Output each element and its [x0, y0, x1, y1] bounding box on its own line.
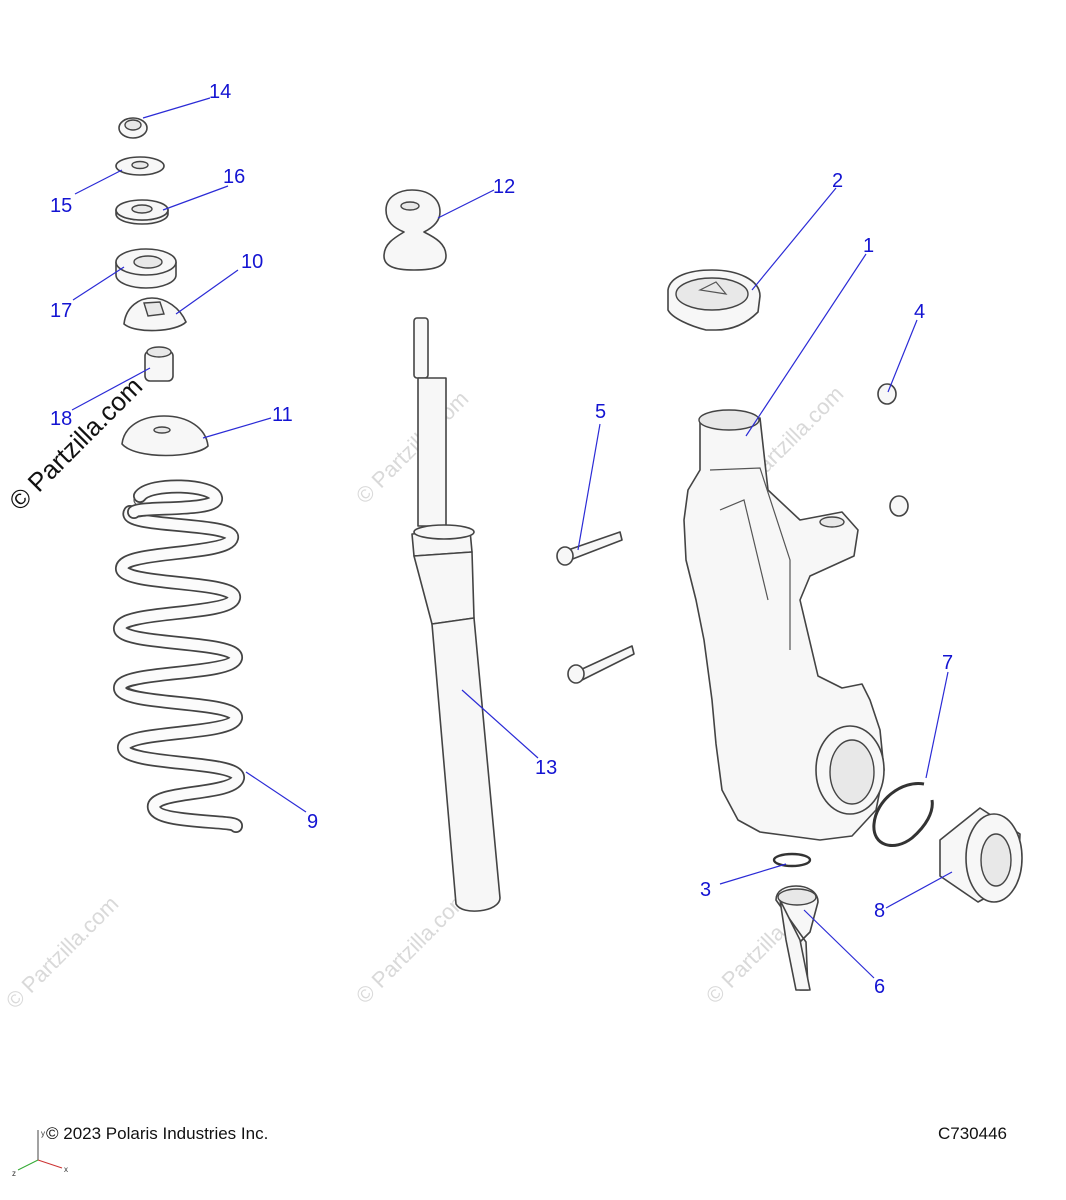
callout-11: 11: [272, 404, 293, 426]
watermark-faint: © Partzilla.com: [351, 386, 474, 509]
leader-lines: [71, 97, 953, 979]
watermark-faint: © Partzilla.com: [1, 891, 124, 1014]
callout-16: 16: [223, 166, 245, 188]
callout-15: 15: [50, 195, 72, 217]
part-16-washer: [115, 199, 169, 225]
part-6-ball-joint: [775, 885, 819, 991]
axis-y-label: y: [41, 1129, 45, 1138]
callout-18: 18: [50, 408, 72, 430]
part-15-washer: [115, 156, 165, 176]
drawing-id: C730446: [938, 1124, 1008, 1143]
callout-6: 6: [874, 976, 885, 998]
callout-5: 5: [595, 401, 606, 423]
callout-3: 3: [700, 879, 711, 901]
part-14-nut: [118, 117, 148, 139]
axis-x-label: x: [64, 1165, 68, 1174]
axis-z-label: z: [12, 1169, 16, 1178]
part-2-retainer: [667, 269, 761, 331]
callout-9: 9: [307, 811, 318, 833]
part-8-bearing: [939, 807, 1023, 903]
callout-8: 8: [874, 900, 885, 922]
part-1-knuckle: [683, 409, 885, 841]
callout-numbers: 1 2 3 4 5 6 7 8 9 10 11 12 13 14 15 16 1…: [50, 81, 953, 998]
callout-13: 13: [535, 757, 557, 779]
callout-10: 10: [241, 251, 263, 273]
part-7-circlip: [872, 782, 934, 847]
part-12-bump-stop: [383, 189, 447, 271]
part-5-bolts: [556, 531, 635, 684]
callout-17: 17: [50, 300, 72, 322]
part-3-snap-ring: [772, 852, 812, 868]
watermark-faint: © Partzilla.com: [351, 0, 474, 4]
callout-4: 4: [914, 301, 925, 323]
part-4-nuts: [877, 383, 909, 517]
part-10-cup: [123, 297, 187, 332]
part-13-shock-absorber: [411, 317, 501, 912]
watermark-faint: © Partzilla.com: [351, 886, 474, 1009]
part-18-spacer: [144, 346, 174, 382]
callout-1: 1: [863, 235, 874, 257]
copyright-text: © 2023 Polaris Industries Inc.: [46, 1124, 269, 1143]
callout-14: 14: [209, 81, 231, 103]
part-11-cap: [121, 415, 209, 457]
callout-12: 12: [493, 176, 515, 198]
axis-triad-icon: y x z: [12, 1129, 68, 1178]
part-17-mount: [115, 248, 177, 289]
callout-2: 2: [832, 170, 843, 192]
callout-7: 7: [942, 652, 953, 674]
part-9-coil-spring: [112, 479, 245, 833]
